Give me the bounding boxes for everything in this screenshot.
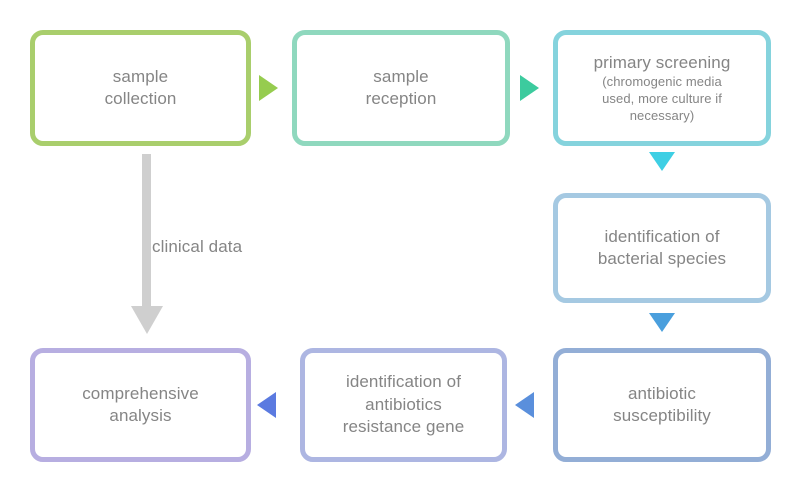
node-label-line: antibiotic — [627, 383, 697, 403]
arrow-left-icon-gene-to-analysis — [257, 392, 276, 418]
node-label-line: identification of — [604, 226, 720, 246]
node-label-line: comprehensive — [82, 383, 199, 403]
node-identification-bacterial-species[interactable]: identification of bacterial species — [553, 193, 771, 303]
arrow-down-icon-species-to-susceptibility — [649, 313, 675, 332]
arrow-down-icon-screening-to-species — [649, 152, 675, 171]
clinical-data-label: clinical data — [152, 237, 243, 256]
node-primary-screening[interactable]: primary screening (chromogenic media use… — [553, 30, 771, 146]
node-label-line: reception — [365, 89, 437, 108]
node-identification-antibiotics-resistance-gene[interactable]: identification of antibiotics resistance… — [300, 348, 507, 462]
node-antibiotic-susceptibility[interactable]: antibiotic susceptibility — [553, 348, 771, 462]
arrow-right-icon-reception-to-screening — [520, 75, 539, 101]
arrow-shaft — [142, 154, 151, 309]
node-sample-reception[interactable]: sample reception — [292, 30, 510, 146]
node-note-line: necessary) — [629, 108, 695, 124]
node-comprehensive-analysis[interactable]: comprehensive analysis — [30, 348, 251, 462]
node-label-line: antibiotics — [365, 394, 442, 414]
arrow-left-icon-susceptibility-to-gene — [515, 392, 534, 418]
node-label-line: collection — [104, 89, 177, 108]
node-label-line: susceptibility — [613, 406, 711, 425]
node-sample-collection[interactable]: sample collection — [30, 30, 251, 146]
node-label-line: identification of — [345, 372, 462, 392]
node-label-line: sample — [112, 66, 169, 86]
node-note-line: (chromogenic media — [602, 74, 722, 90]
node-title: primary screening — [593, 53, 731, 73]
node-note-line: used, more culture if — [602, 91, 722, 107]
node-label-line: sample — [373, 66, 429, 86]
node-label-line: resistance gene — [342, 417, 465, 437]
arrow-head-down-icon — [131, 306, 163, 334]
arrow-right-icon-collection-to-reception — [259, 75, 278, 101]
node-label-line: analysis — [109, 406, 172, 425]
clinical-data-arrow-icon — [131, 154, 165, 334]
node-label-line: bacterial species — [597, 249, 727, 268]
